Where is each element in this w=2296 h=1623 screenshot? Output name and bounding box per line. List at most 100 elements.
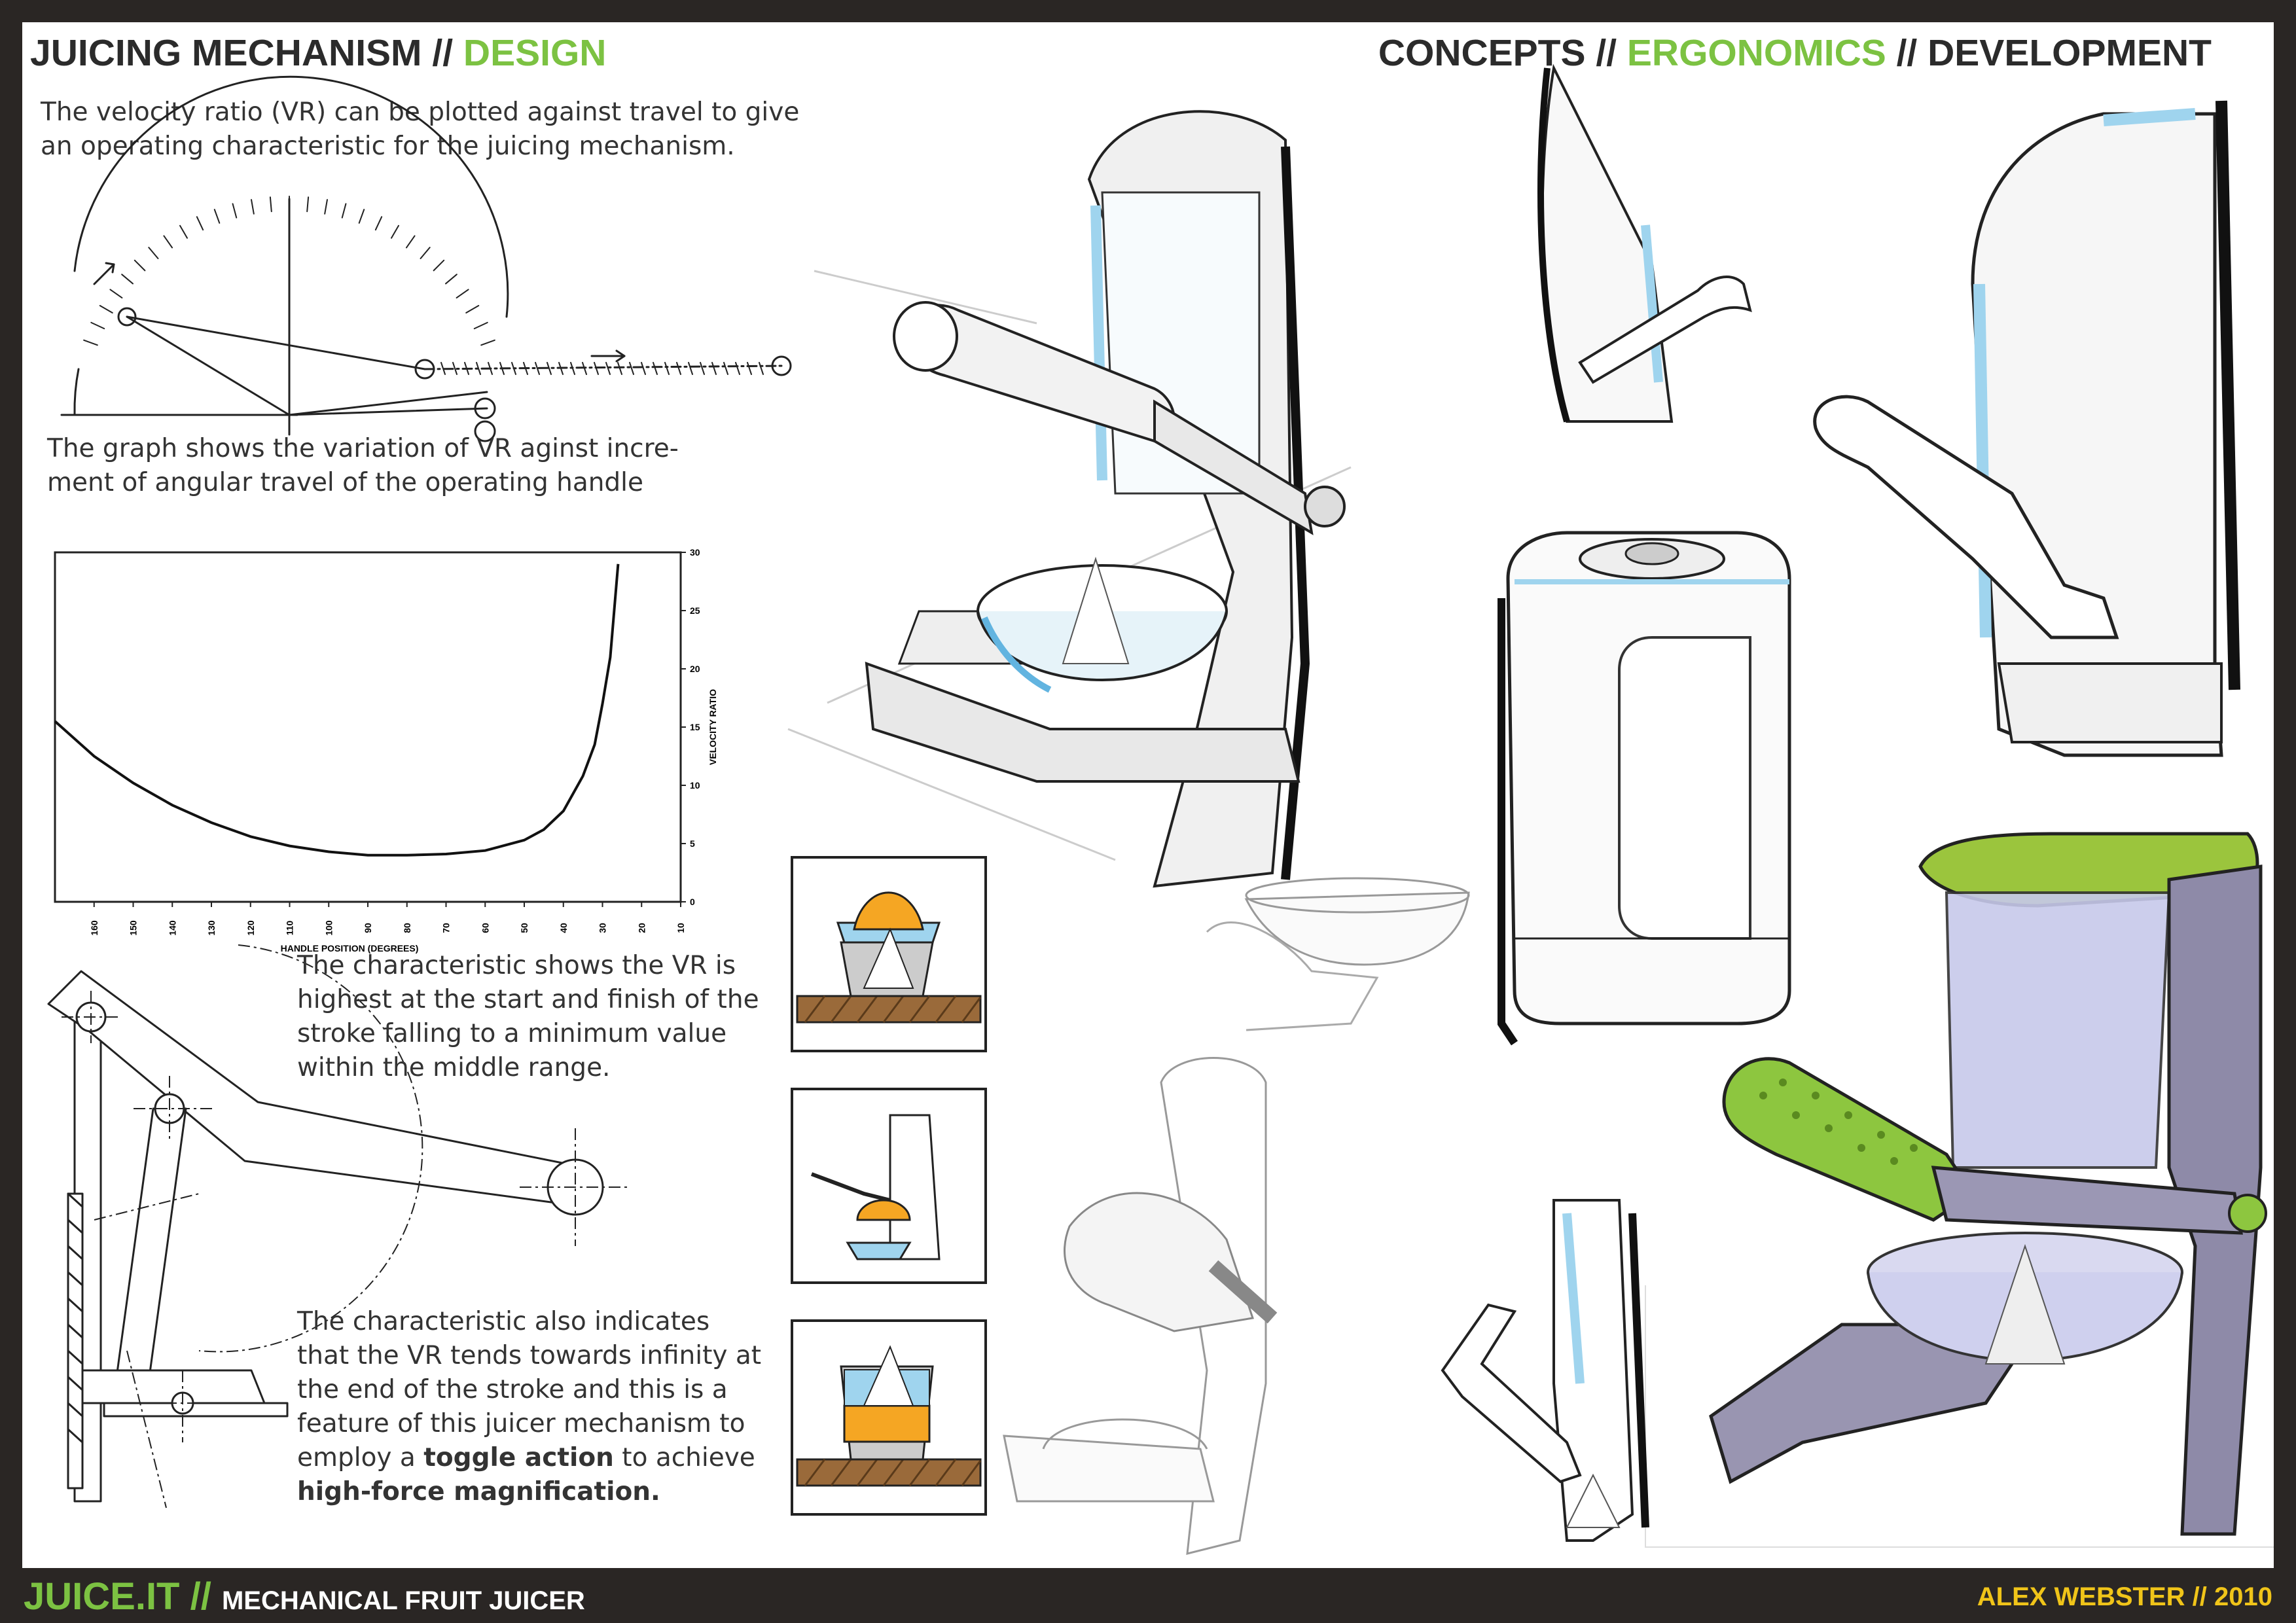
velocity-ratio-series-line xyxy=(54,563,620,857)
right-heading-sep1: // xyxy=(1596,32,1617,74)
travel-tick xyxy=(535,362,540,375)
side-view-sketch-bottom xyxy=(1441,1199,1649,1542)
char2-line-1: The characteristic also indicates xyxy=(297,1307,710,1336)
chart-x-tick-label: 150 xyxy=(128,920,139,936)
colored-juicer-render xyxy=(1645,832,2274,1548)
chart-y-tick-label: 25 xyxy=(690,605,700,616)
graph-desc-line-1: The graph shows the variation of VR agin… xyxy=(47,434,679,463)
chart-y-tick-label: 5 xyxy=(690,838,695,849)
protractor-tick xyxy=(232,203,238,219)
protractor-tick xyxy=(306,196,310,213)
chart-x-tick-label: 20 xyxy=(636,923,647,933)
juicer-icon-panel-1 xyxy=(791,856,987,1052)
footer-separator: // xyxy=(190,1575,211,1618)
travel-tick xyxy=(499,362,505,375)
hand-press-sketch xyxy=(1003,1057,1278,1555)
travel-tick xyxy=(676,362,681,375)
protractor-tick xyxy=(269,196,272,213)
travel-tick xyxy=(440,362,446,375)
travel-tick xyxy=(605,362,611,375)
protractor-tick xyxy=(405,235,416,249)
protractor-tick xyxy=(163,235,173,249)
presentation-sheet: JUICING MECHANISM // DESIGN CONCEPTS // … xyxy=(22,22,2274,1568)
protractor-tick xyxy=(109,289,123,299)
travel-tick xyxy=(617,362,622,375)
footer-bar: JUICE.IT // MECHANICAL FRUIT JUICER ALEX… xyxy=(0,1568,2296,1623)
protractor-tick xyxy=(465,305,480,313)
chart-y-tick-label: 10 xyxy=(690,780,700,791)
chart-x-tick-label: 80 xyxy=(402,923,412,933)
char2-line-3: the end of the stroke and this is a xyxy=(297,1375,728,1404)
protractor-tick xyxy=(374,216,383,231)
chart-x-tick-label: 30 xyxy=(598,923,608,933)
chart-x-tick-label: 160 xyxy=(89,920,99,936)
travel-tick xyxy=(759,362,764,375)
protractor-tick xyxy=(148,247,159,259)
travel-tick xyxy=(711,362,717,375)
chart-x-tick-label: 10 xyxy=(675,923,686,933)
travel-tick xyxy=(664,362,670,375)
travel-tick xyxy=(641,362,646,375)
side-view-sketch-top xyxy=(1537,63,1752,423)
travel-tick xyxy=(547,362,552,375)
juicer-icon-panel-3 xyxy=(791,1319,987,1516)
travel-tick xyxy=(570,362,575,375)
char2-high-force: high-force magnification. xyxy=(297,1477,660,1507)
left-heading-separator: // xyxy=(432,32,454,74)
protractor-tick xyxy=(433,259,445,272)
tall-juicer-sketch xyxy=(1813,100,2240,757)
travel-tick xyxy=(558,362,564,375)
graph-desc-line-2: ment of angular travel of the operating … xyxy=(47,468,644,497)
chart-x-tick-label: 40 xyxy=(558,923,569,933)
travel-tick xyxy=(629,362,634,375)
char2-line-5-pre: employ a xyxy=(297,1443,424,1472)
left-heading: JUICING MECHANISM // DESIGN xyxy=(30,31,606,75)
box-container-sketch xyxy=(1498,531,1791,1046)
travel-tick xyxy=(488,362,493,375)
chart-x-tick-label: 130 xyxy=(206,920,217,936)
left-heading-accent: DESIGN xyxy=(463,32,607,74)
travel-tick xyxy=(688,362,693,375)
char2-line-5: employ a toggle action to achieve xyxy=(297,1441,761,1475)
hand-bowl-sketch xyxy=(1206,877,1470,1031)
travel-tick xyxy=(735,362,740,375)
characteristic-paragraph-2: The characteristic also indicates that t… xyxy=(297,1305,761,1509)
footer-brand: JUICE.IT xyxy=(24,1575,180,1618)
char1-line-4: within the middle range. xyxy=(297,1053,611,1082)
travel-tick xyxy=(452,362,457,375)
juicer-icon-panel-2 xyxy=(791,1088,987,1284)
chart-plot-frame xyxy=(54,551,682,903)
juicer-sketch-main xyxy=(787,110,1352,888)
protractor-tick xyxy=(90,321,105,330)
protractor-tick xyxy=(324,199,328,215)
travel-tick xyxy=(511,362,516,375)
chart-x-tick-label: 70 xyxy=(441,923,452,933)
protractor-tick xyxy=(473,321,488,330)
protractor-tick xyxy=(420,247,431,259)
travel-tick xyxy=(594,362,599,375)
chart-x-tick-label: 90 xyxy=(363,923,373,933)
travel-tick xyxy=(464,362,469,375)
chart-x-tick-label: 140 xyxy=(167,920,177,936)
char1-line-3: stroke falling to a minimum value xyxy=(297,1019,727,1048)
protractor-tick xyxy=(83,339,98,346)
velocity-ratio-protractor-diagram xyxy=(60,75,792,442)
footer-author: ALEX WEBSTER // 2010 xyxy=(1977,1582,2272,1611)
protractor-tick xyxy=(341,203,347,219)
chart-x-tick-label: 110 xyxy=(285,920,295,935)
protractor-tick xyxy=(196,216,204,231)
characteristic-paragraph-1: The characteristic shows the VR is highe… xyxy=(297,949,759,1085)
protractor-tick xyxy=(213,209,221,224)
protractor-tick xyxy=(445,274,457,285)
chart-x-tick-label: 120 xyxy=(245,920,256,936)
travel-tick xyxy=(653,362,658,375)
chart-y-tick-label: 0 xyxy=(690,897,695,907)
chart-x-tick-label: 100 xyxy=(323,920,334,936)
footer-product-name: MECHANICAL FRUIT JUICER xyxy=(221,1586,585,1615)
right-heading: CONCEPTS // ERGONOMICS // DEVELOPMENT xyxy=(1378,31,2212,75)
right-heading-concepts: CONCEPTS xyxy=(1378,32,1586,74)
protractor-tick xyxy=(391,224,399,239)
protractor-tick xyxy=(358,209,365,224)
